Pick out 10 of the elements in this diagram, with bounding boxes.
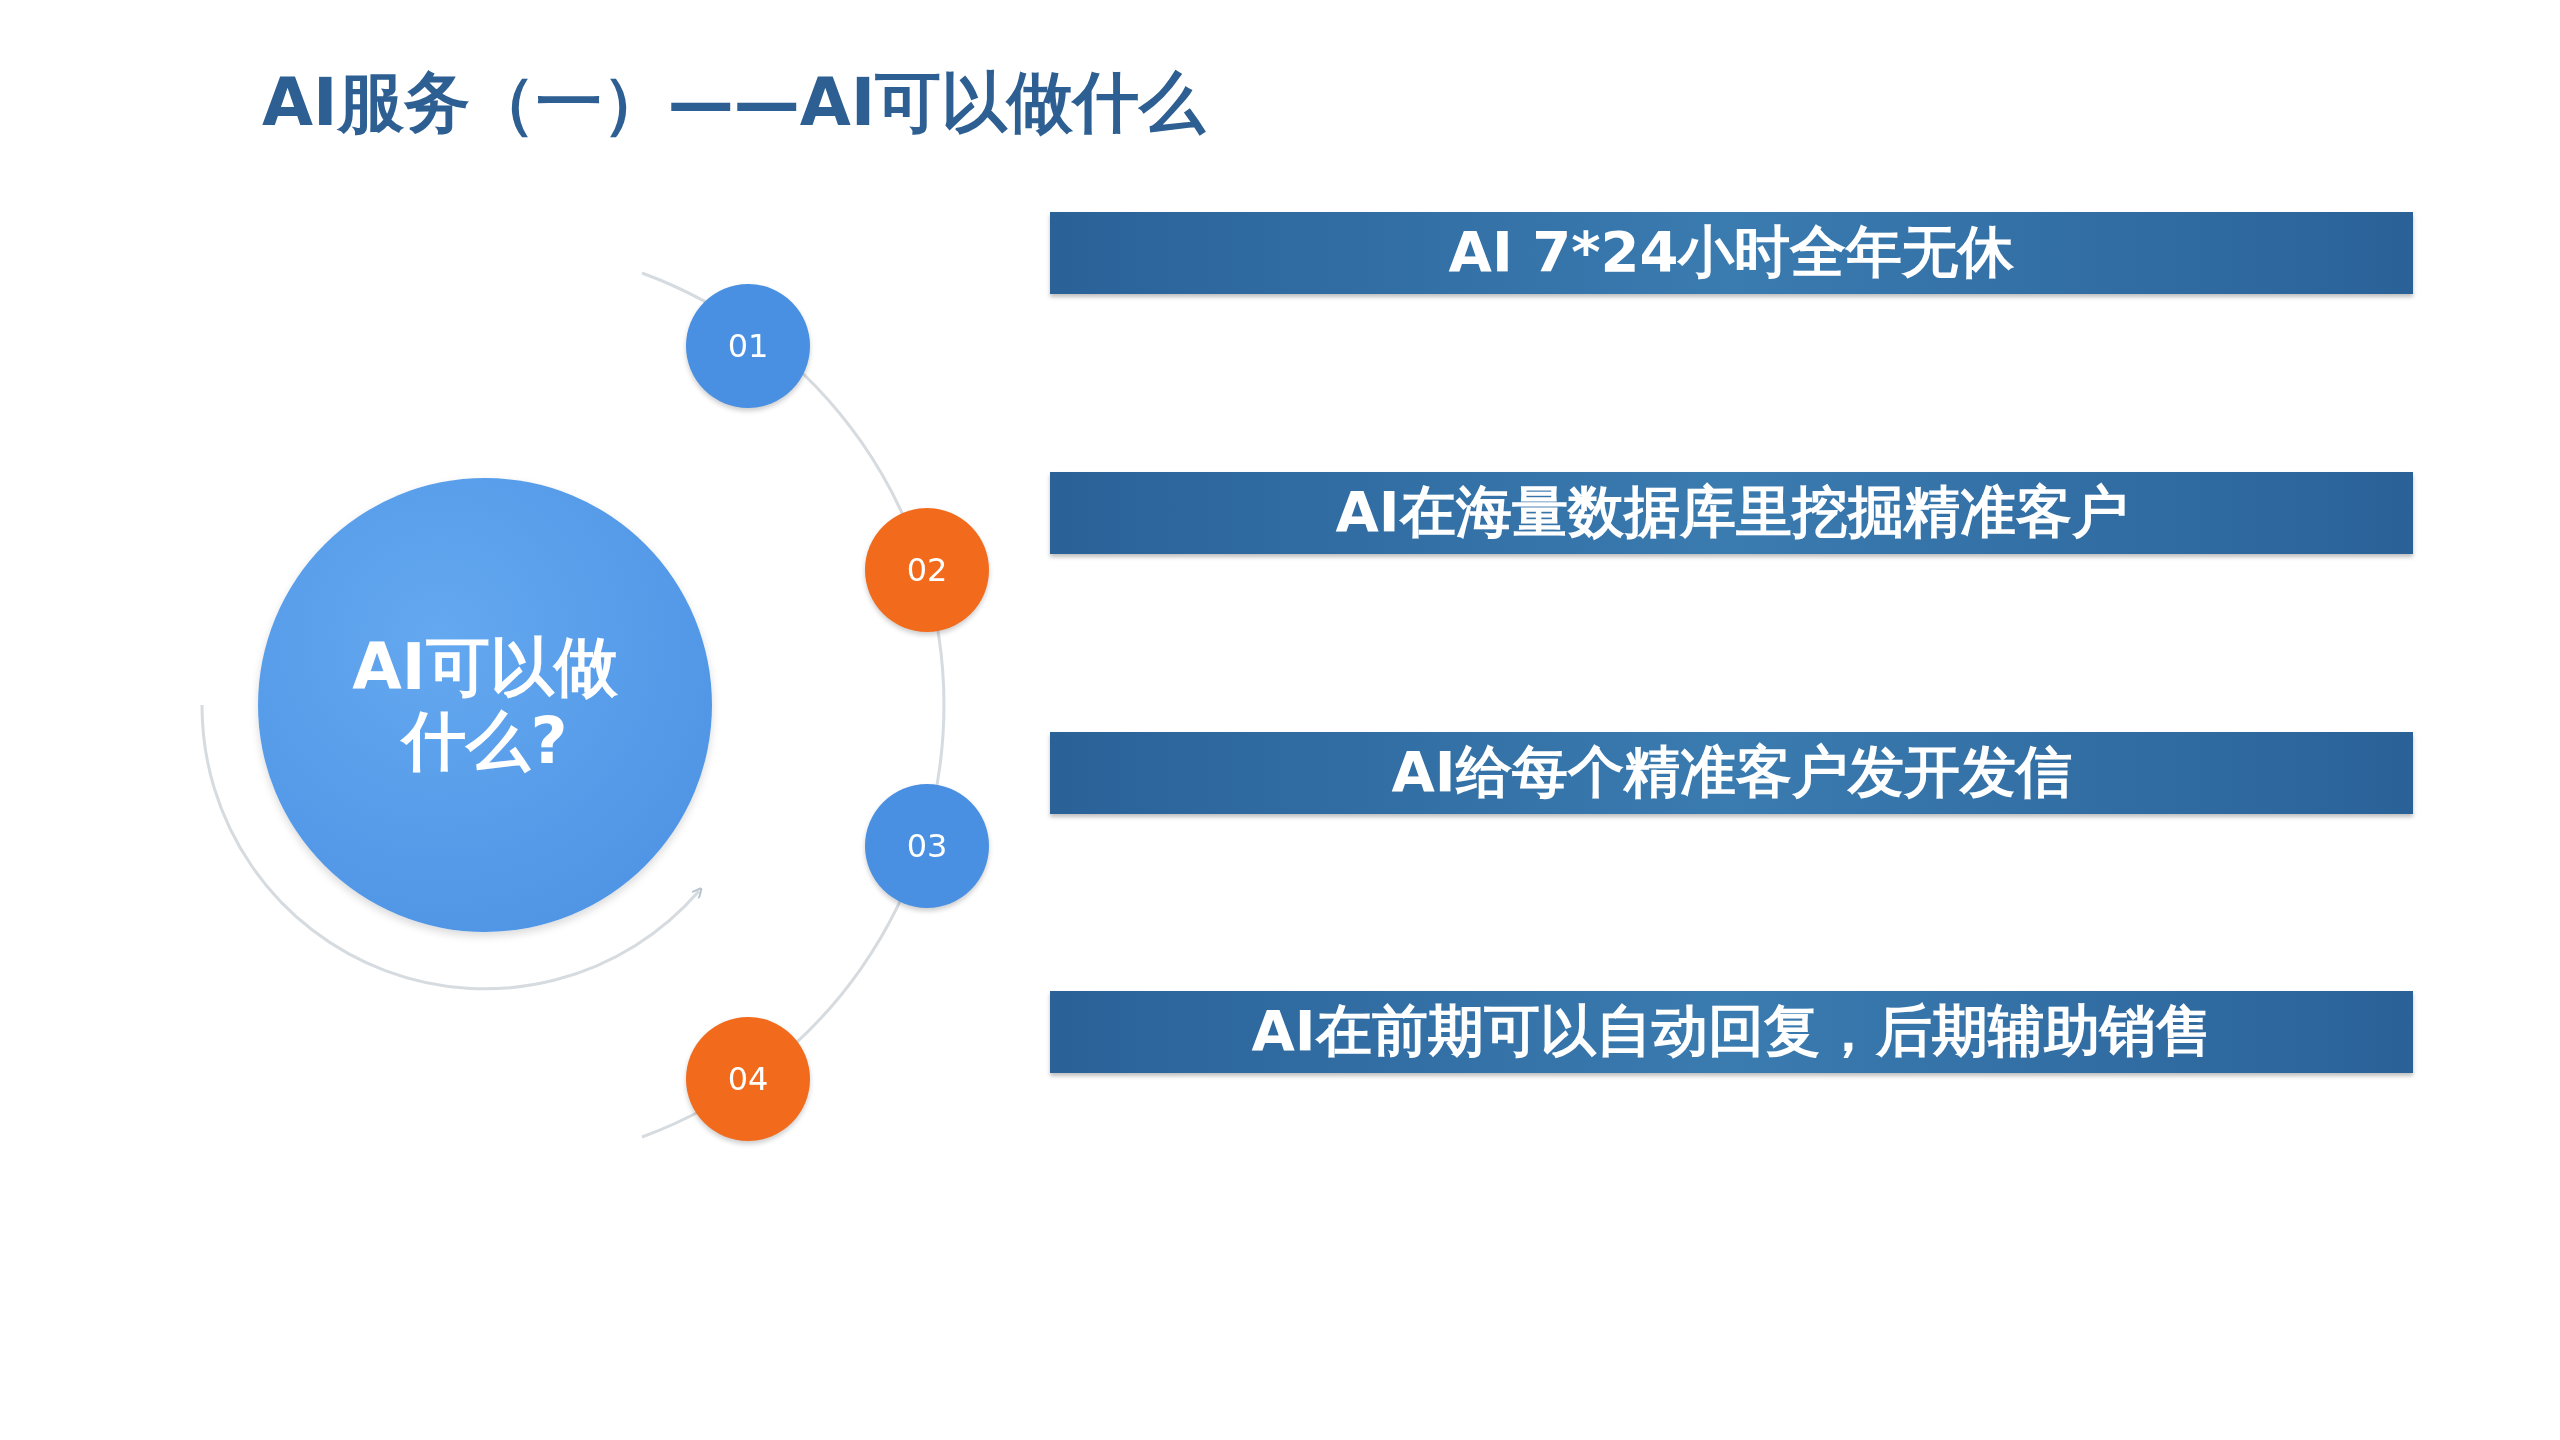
number-circle: 01 bbox=[686, 284, 810, 408]
number-circle: 04 bbox=[686, 1017, 810, 1141]
center-text: AI可以做什么? bbox=[351, 631, 619, 779]
number-circle: 03 bbox=[865, 784, 989, 908]
heading-bar: AI在前期可以自动回复，后期辅助销售 bbox=[1050, 991, 2413, 1073]
heading-bar: AI给每个精准客户发开发信 bbox=[1050, 732, 2413, 814]
number-circle: 02 bbox=[865, 508, 989, 632]
heading-bar: AI 7*24小时全年无休 bbox=[1050, 212, 2413, 294]
heading-bar: AI在海量数据库里挖掘精准客户 bbox=[1050, 472, 2413, 554]
slide-title: AI服务（一）——AI可以做什么 bbox=[262, 63, 1206, 143]
